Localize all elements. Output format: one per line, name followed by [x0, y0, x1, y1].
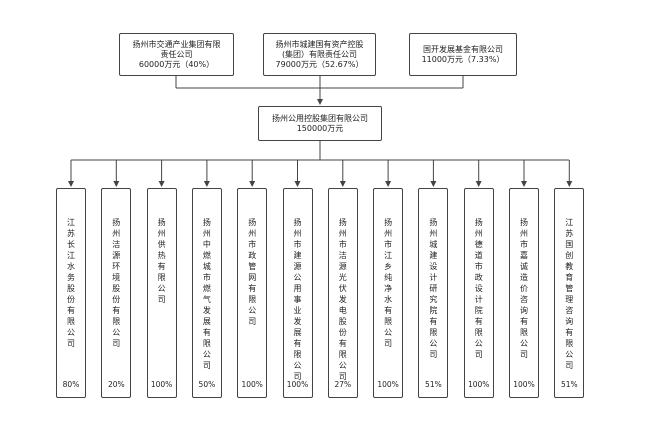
subsidiary-5-name: 扬 州 市 政 管 网 有 限 公 司 — [248, 218, 257, 326]
subsidiary-box-2: 扬 州 洁 源 环 境 股 份 有 限 公 司 20% — [101, 188, 132, 398]
shareholder-2-amount: 79000万元（52.67%） — [275, 59, 364, 69]
subsidiary-11-name: 扬 州 市 嘉 诚 造 价 咨 询 有 限 公 司 — [520, 218, 528, 359]
shareholder-3-name: 国开发展基金有限公司 — [423, 44, 503, 54]
shareholder-1-name-line1: 扬州市交通产业集团有限 — [132, 39, 221, 49]
subsidiary-11-percent: 100% — [513, 380, 535, 389]
subsidiary-12-name: 江 苏 国 创 教 育 管 理 咨 询 有 限 公 司 — [565, 218, 574, 370]
subsidiary-2-name: 扬 州 洁 源 环 境 股 份 有 限 公 司 — [112, 218, 121, 348]
subsidiary-7-percent: 27% — [334, 380, 352, 389]
subsidiary-box-4: 扬 州 中 燃 城 市 燃 气 发 展 有 限 公 司 50% — [191, 188, 222, 398]
shareholder-box-3: 国开发展基金有限公司 11000万元（7.33%） — [409, 33, 517, 76]
parent-company-name: 扬州公用控股集团有限公司 — [272, 113, 368, 123]
subsidiary-box-1: 江 苏 长 江 水 务 股 份 有 限 公 司 80% — [56, 188, 86, 398]
subsidiary-1-name: 江 苏 长 江 水 务 股 份 有 限 公 司 — [67, 218, 75, 348]
subsidiary-10-name: 扬 州 德 道 市 政 设 计 院 有 限 公 司 — [474, 218, 483, 359]
shareholder-1-amount: 60000万元（40%） — [138, 59, 215, 69]
subsidiary-7-name: 扬 州 市 洁 源 光 伏 发 电 股 份 有 限 公 司 — [338, 218, 347, 381]
subsidiary-10-percent: 100% — [467, 380, 490, 389]
subsidiary-8-name: 扬 州 市 江 乡 纯 净 水 有 限 公 司 — [384, 218, 393, 348]
shareholder-3-amount: 11000万元（7.33%） — [421, 54, 505, 64]
shareholder-2-name-line1: 扬州市城建国有资产控股 — [275, 39, 364, 49]
subsidiary-9-percent: 51% — [425, 380, 442, 389]
subsidiary-9-name: 扬 州 城 建 设 计 研 究 院 有 限 公 司 — [429, 218, 438, 359]
subsidiary-6-name: 扬 州 市 建 源 公 用 事 业 发 展 有 限 公 司 — [293, 218, 302, 381]
subsidiary-box-3: 扬 州 供 热 有 限 公 司 100% — [146, 188, 177, 398]
subsidiary-4-percent: 50% — [198, 380, 216, 389]
subsidiary-3-percent: 100% — [150, 380, 173, 389]
shareholder-1-name-line2: 责任公司 — [160, 49, 193, 59]
parent-company-amount: 150000万元 — [296, 123, 344, 133]
subsidiary-3-name: 扬 州 供 热 有 限 公 司 — [157, 218, 166, 304]
subsidiary-1-percent: 80% — [62, 380, 80, 389]
shareholder-box-1: 扬州市交通产业集团有限 责任公司 60000万元（40%） — [119, 33, 234, 76]
subsidiary-box-10: 扬 州 德 道 市 政 设 计 院 有 限 公 司 100% — [463, 188, 494, 398]
subsidiary-5-percent: 100% — [241, 380, 263, 389]
shareholder-box-2: 扬州市城建国有资产控股 (集团）有限责任公司 79000万元（52.67%） — [263, 33, 376, 76]
subsidiary-box-11: 扬 州 市 嘉 诚 造 价 咨 询 有 限 公 司 100% — [509, 188, 539, 398]
subsidiary-box-8: 扬 州 市 江 乡 纯 净 水 有 限 公 司 100% — [373, 188, 404, 398]
shareholder-2-name-line2: (集团）有限责任公司 — [281, 49, 358, 59]
subsidiary-12-percent: 51% — [560, 380, 578, 389]
subsidiary-box-9: 扬 州 城 建 设 计 研 究 院 有 限 公 司 51% — [418, 188, 449, 398]
subsidiary-6-percent: 100% — [286, 380, 309, 389]
subsidiary-8-percent: 100% — [377, 380, 399, 389]
subsidiary-box-5: 扬 州 市 政 管 网 有 限 公 司 100% — [237, 188, 268, 398]
subsidiary-2-percent: 20% — [107, 380, 125, 389]
subsidiary-4-name: 扬 州 中 燃 城 市 燃 气 发 展 有 限 公 司 — [202, 218, 211, 370]
parent-company-box: 扬州公用控股集团有限公司 150000万元 — [258, 106, 382, 141]
subsidiary-box-12: 江 苏 国 创 教 育 管 理 咨 询 有 限 公 司 51% — [554, 188, 585, 398]
